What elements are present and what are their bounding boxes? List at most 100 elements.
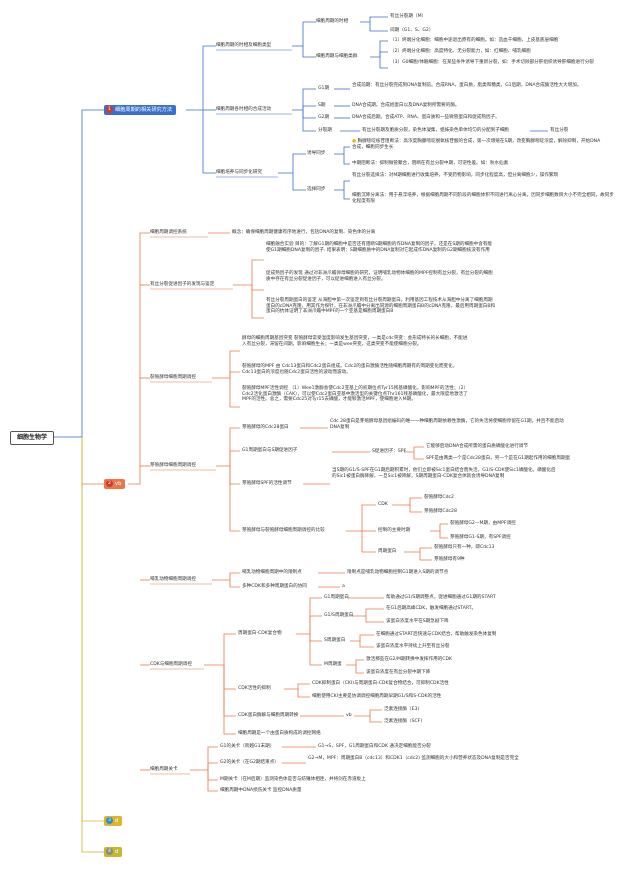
topic-m-cyclin[interactable]: M周期蛋 [324,662,342,667]
topic-yeast-compare[interactable]: 芽殖酵母与裂殖酵母细胞周期调控的比较 [242,528,325,533]
leaf-cell-group-2[interactable]: （2）终端分化细胞：高度特化、无分裂能力，如：红细胞、哺乳细胞 [390,49,531,54]
topic-cdk-inhibition[interactable]: CDK活性的抑制 [238,686,271,691]
leaf-coop-a[interactable]: a [342,584,345,589]
leaf-s-cyclin-a[interactable]: 在细胞通过START后快速与CDK结合，帮助触发染色体复制 [376,632,497,637]
leaf-interphase[interactable]: 间期（G1、S、G2） [390,28,434,33]
topic-main-period[interactable]: 控制的主要时期 [378,528,411,533]
topic-mpf-discovery[interactable]: 有丝分裂促进因子的发现与鉴定 [150,282,215,287]
topic-cycle-phases[interactable]: 细胞周期的时相 [316,19,349,24]
leaf-division-desc[interactable]: 有丝分裂期及胞质分裂，染色体凝集，姐妹染色单体均匀的分配到子细胞 [362,128,510,133]
leaf-budding-g1s[interactable]: 芽殖酵母G1-S期，有SPF调控 [450,535,511,540]
bulb-icon: ● [352,139,357,144]
leaf-cyclin-identify[interactable]: 有丝分裂周期蛋白的鉴定 从海胆中第一次鉴定到有丝分裂周期蛋白。利用基因工程技术从… [266,298,496,315]
leaf-mitosis[interactable]: 有丝分裂 [550,128,569,133]
leaf-g2-desc[interactable]: DNA合成后期。合成ATP、RNA、蛋白质和一些微管蛋白和促成熟因子。 [352,115,500,120]
leaf-cdc28-desc[interactable]: Cdc 28蛋白是芽殖酵母基因组编码的唯一一种细胞周期依赖性激酶，它的失活将使细… [330,419,564,430]
topic-cdk-regulation[interactable]: CDK与细胞周期调控 [150,662,192,667]
leaf-spf[interactable]: S促进因子：SPF [372,449,407,454]
leaf-fission-mpf[interactable]: 裂殖酵母的MPF 由 Cdc13蛋白和Cdc2蛋白组成。Cdc2的蛋白激酶活性随… [242,364,458,375]
topic-mammal-cycle[interactable]: 哺乳动物细胞周期调控 [150,577,196,582]
leaf-fission-g2m[interactable]: 裂殖酵母G2—M期，由MPF调控 [450,521,516,526]
topic-control-system[interactable]: 细胞周期调控系统 [150,230,187,235]
leaf-mitosis-phase[interactable]: 有丝分裂期（M） [390,14,427,19]
topic-checkpoints[interactable]: 细胞周期关卡 [150,767,178,772]
topic-g2-phase[interactable]: G2期 [318,115,330,120]
topic-s-cyclin[interactable]: S周期蛋白 [324,638,346,643]
leaf-fission-cdc13[interactable]: 裂殖酵母只有一种，即Cdc13 [434,545,495,550]
leaf-g1s-cyclin-b[interactable]: 该蛋白浓度水平在S期急剧下降 [386,619,449,624]
branch-3-number: 3 [106,817,113,824]
leaf-s-desc[interactable]: DNA合成期。合成组蛋白以及DNA复制所需要的酶。 [352,103,460,108]
topic-fission-yeast[interactable]: 裂殖酵母细胞周期调控 [150,375,196,380]
leaf-dna-damage-checkpoint[interactable]: 细胞周期中DNA损伤关卡 监控DNA质量 [220,788,302,793]
topic-g1s-cyclin[interactable]: G1/S周期蛋白 [324,613,354,618]
topic-s-phase[interactable]: S期 [318,103,326,108]
leaf-g1-checkpoint[interactable]: G1→S，SPF，G1周期蛋白和CDK 通决定细胞能否分裂 [318,744,431,749]
topic-phase-synthesis[interactable]: 细胞周期各时相的合成活动 [216,107,272,112]
topic-g2-checkpoint[interactable]: G2的关卡（在G2期结束点） [220,760,279,765]
leaf-s-cyclin-b[interactable]: 该蛋白浓度水平持续上升至有丝分裂 [376,644,450,649]
leaf-restriction-point[interactable]: 限制点是哺乳动物细胞控制G1期进入S期的调节点 [347,570,449,575]
leaf-mpf-regulation[interactable]: 裂殖酵母MPF活性调控 （1）Wee1激酶会使Cdc2亚基上的初期位点Tyr15… [242,386,468,403]
topic-cdk-proteolysis[interactable]: CDK蛋白酶解与细胞周期转换 [238,713,299,718]
leaf-mitotic-selection[interactable]: 有丝分裂选择法：对M期细胞进行收集培养，不受药物影响，同步化程度高，但分离细胞少… [352,173,559,178]
topic-cdk-cyclin-coop[interactable]: 多种CDK和多种周期蛋白的协同 [242,584,307,589]
leaf-cell-fusion[interactable]: 细胞融合实验 目的：了解G1期的细胞中是否还有阻断S期细胞的作DNA复制的因子。… [266,242,493,253]
topic-culture-sync[interactable]: 细胞培养与同步化研究 [216,170,262,175]
leaf-sedimentation[interactable]: 细胞沉降分离法：用于悬浮培养，根据细胞周期不同阶段的细胞体积不同进行离心分离。因… [352,193,614,204]
topic-selective-sync[interactable]: 选择同步 [307,187,326,192]
leaf-budding-cdc28[interactable]: 芽殖酵母Cdc28 [424,509,457,514]
branch-2-label: vb [115,481,122,487]
leaf-g1s-cyclin-a[interactable]: 在G1后期高峰CDK，触发细胞通过START。 [386,606,477,611]
leaf-budding-9-cyclins[interactable]: 芽殖酵母有9种 [434,557,465,562]
node-vb[interactable]: vb [346,713,352,718]
topic-cdk[interactable]: CDK [378,502,388,507]
leaf-g2-checkpoint[interactable]: G2→M，MPF：周期蛋白B（cdc13）和CDK1（cdc2) 监测细胞的大小… [308,756,519,761]
leaf-thymidine-text: 胸腺嘧啶核苷阻断法：高浓度胸腺嘧啶脱氧核苷酸的合成，第一次增殖在S期，改变胸腺嘧… [352,139,601,150]
leaf-metaphase-block[interactable]: 中期阻断法：抑制微管聚合，阻断在有丝分裂中期，可逆性差。如：秋水仙素 [352,161,509,166]
leaf-m-cyclin-b[interactable]: 该蛋白浓度在有丝分裂中期下降 [366,670,431,675]
leaf-fission-cdc2[interactable]: 裂殖酵母Cdc2 [424,495,454,500]
leaf-cell-group-3[interactable]: （3）G0细胞/休眠细胞：在某些条件诱导下重新分裂，如：手术切除部分肝组织诱导肝… [390,60,594,65]
leaf-g1-desc[interactable]: 合成前期：有丝分裂完成到DNA复制前。合成RNA，蛋白质，脂类和糖类，G1后期，… [352,83,582,88]
topic-spf-regulation[interactable]: 芽殖酵母SPF的活性调节 [242,481,292,486]
leaf-yeast-mutation[interactable]: 酵母的细胞周期基因突变 裂殖酵母常受温度影响发生基因突变，一类是cdc突变：会形… [242,336,468,347]
leaf-e3-ligase[interactable]: 泛素连接酶（E3) [384,707,420,712]
leaf-spf-composition[interactable]: SPF是由两类一个是Cdc28蛋白，另一个是在G1期起作用的细胞周期蛋 [426,456,571,461]
topic-g1-phase[interactable]: G1期 [318,86,330,91]
leaf-thymidine-block[interactable]: ● 胸腺嘧啶核苷阻断法：高浓度胸腺嘧啶脱氧核苷酸的合成，第一次增殖在S期，改变胸… [352,139,602,150]
topic-g1-cyclin-spf[interactable]: G1周期蛋白与S期促进因子 [242,448,298,453]
leaf-scf-ligase[interactable]: 泛素连接酶（SCF) [384,719,423,724]
leaf-sic1[interactable]: 当S期的G1/S-SPF在G1期后期积累时，他们立即被Sic1蛋白结合而失活，G… [332,468,556,479]
leaf-spf-function[interactable]: 它能够启动DNA合成所需的蛋白质磷酸化进行调节 [426,444,528,449]
topic-phases-cell-types[interactable]: 细胞周期的时相及细胞类型 [216,43,272,48]
branch-2-number: 2 [106,480,113,487]
topic-cyclin[interactable]: 周期蛋白 [378,549,397,554]
leaf-control-concept[interactable]: 概念：确保细胞周期健康有序地进行，包括DNA的复制、染色体的分离 [232,230,376,235]
leaf-regulatory-network[interactable]: 细胞周期是一个由蛋白质构成的调控网络 [238,731,321,736]
leaf-m-checkpoint[interactable]: M期关卡（在M后期）监测染色体是否与纺锤体相连，并将剑在赤道板上 [220,777,366,782]
leaf-g1-cyclin[interactable]: 帮助通过G1/S期调整点，促进细胞通过G1期的START [386,595,496,600]
root-topic[interactable]: 细胞生物学 [10,431,54,445]
branch-1-number: 1 [106,106,113,113]
topic-division-phase[interactable]: 分裂期 [318,128,332,133]
topic-budding-yeast[interactable]: 芽殖酵母细胞周期调控 [150,463,196,468]
topic-induced-sync[interactable]: 诱导同步 [307,151,326,156]
leaf-cki-use[interactable]: 细胞使用CKI主要是协调调控细胞周期早期G1/S和S-CDK的活性 [312,694,442,699]
topic-cell-groups[interactable]: 细胞周期与细胞类群 [316,54,358,59]
leaf-mpf-found[interactable]: 促成熟因子的发现 通过对非洲爪蟾卵母细胞的研究，证明哺乳动物体细胞的MPF控制有… [266,271,493,282]
leaf-m-cyclin-a[interactable]: 激活那些在G2/M期转换中发挥作用的CDK [366,657,453,662]
branch-3-label: d [115,818,119,824]
topic-g1-cyclin[interactable]: G1周期蛋白 [324,595,349,600]
topic-cyclin-cdk-complex[interactable]: 周期蛋白-CDK复合物 [238,631,282,636]
branch-1-label: 细胞周期的相关研究方法 [115,107,173,113]
topic-cdc28[interactable]: 芽殖酵母的Cdc28蛋白 [242,425,289,430]
topic-restriction-point[interactable]: 哺乳动物细胞周期中的限制点 [242,570,302,575]
leaf-cki-bind[interactable]: CDK抑制蛋白（CKI)与周期蛋白-CDK复合物结合，可抑制CDK活性 [312,681,449,686]
leaf-cell-group-1[interactable]: （1）终端分化细胞：细胞中途退出原有的细胞。如：造血干细胞、上皮基底层细胞 [390,38,559,43]
topic-g1-checkpoint[interactable]: G1的关卡（跨越G1末期） [220,744,275,749]
